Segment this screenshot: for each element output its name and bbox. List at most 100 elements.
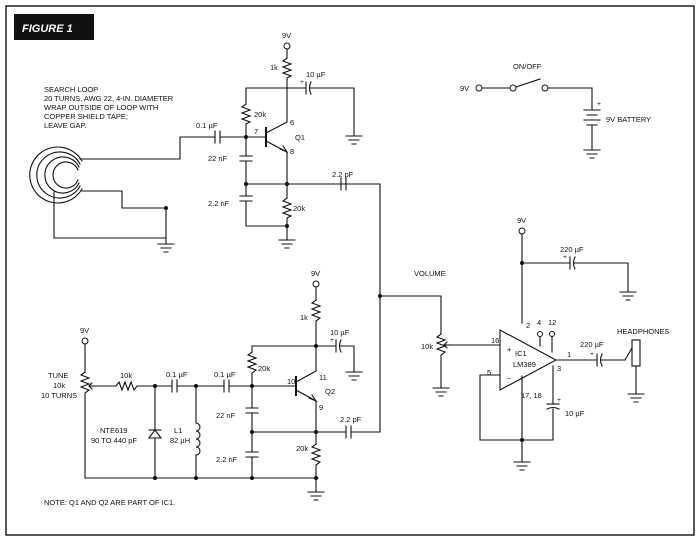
svg-text:L1: L1 [174,426,182,435]
svg-text:6: 6 [290,118,294,127]
osc1-bias-resistor: 20k [240,87,288,141]
svg-text:2.2 pF: 2.2 pF [332,170,354,179]
svg-text:VOLUME: VOLUME [414,269,446,278]
svg-text:82 µH: 82 µH [170,436,190,445]
osc2-feedback-caps: 22 nF 2.2 nF [216,385,347,480]
battery-section: 9V ON/OFF + 9V BATTERY [460,62,651,159]
svg-text:10k: 10k [421,342,433,351]
svg-text:4: 4 [537,318,541,327]
svg-text:2.2 nF: 2.2 nF [216,455,238,464]
svg-text:HEADPHONES: HEADPHONES [617,327,670,336]
svg-text:10 TURNS: 10 TURNS [41,391,77,400]
svg-text:9V: 9V [282,31,291,40]
svg-text:220 µF: 220 µF [560,245,584,254]
inductor-l1: L1 82 µH [170,385,201,480]
svg-text:LM389: LM389 [513,360,536,369]
osc1-coupling-cap: 10 µF + [286,70,363,145]
svg-text:16: 16 [491,336,499,345]
osc2-output-cap: 2.2 pF [340,415,381,439]
osc2-coupling-cap: 10 µF + [315,328,363,381]
svg-text:9V: 9V [460,84,469,93]
svg-text:90 TO 440 pF: 90 TO 440 pF [91,436,137,445]
figure-frame [5,5,695,536]
loop-ground [157,206,175,253]
svg-text:1k: 1k [270,63,278,72]
svg-text:IC1: IC1 [515,349,527,358]
osc2-emitter-resistor: 20k [296,431,325,501]
svg-text:LEAVE GAP.: LEAVE GAP. [44,121,87,130]
svg-text:11: 11 [319,373,327,382]
svg-text:20k: 20k [293,204,305,213]
svg-text:7: 7 [254,127,258,136]
tune-caps: 0.1 µF 0.1 µF [166,370,297,393]
osc2-transistor: 10 11 9 Q2 [287,345,335,433]
svg-text:ON/OFF: ON/OFF [513,62,542,71]
svg-text:20k: 20k [296,444,308,453]
svg-text:NTE619: NTE619 [100,426,128,435]
volume-pot: VOLUME 10k [378,269,501,397]
search-loop-label: SEARCH LOOP 20 TURNS, AWG 22, 4-IN. DIAM… [44,85,174,130]
svg-text:12: 12 [548,318,556,327]
svg-text:10k: 10k [53,381,65,390]
svg-text:WRAP OUTSIDE OF LOOP WITH: WRAP OUTSIDE OF LOOP WITH [44,103,158,112]
svg-text:9V: 9V [311,269,320,278]
svg-text:1k: 1k [300,313,308,322]
amp-supply: 9V 220 µF + [517,216,637,324]
osc1-input-cap: 0.1 µF [179,121,267,144]
svg-text:22 nF: 22 nF [216,411,236,420]
svg-text:220 µF: 220 µF [580,340,604,349]
svg-text:9: 9 [319,403,323,412]
svg-text:SEARCH LOOP: SEARCH LOOP [44,85,98,94]
svg-text:−: − [507,374,512,383]
osc2-supply: 9V 1k [300,269,322,348]
osc1-emitter-resistor: 20k [278,183,305,249]
lm389-amplifier: + − IC1 LM389 16 2 4 12 5 17, 18 3 + 10 … [479,318,626,471]
figure-tag-box [14,14,94,40]
svg-text:+: + [557,397,561,404]
figure-tag: FIGURE 1 [22,23,73,35]
svg-text:+: + [563,254,567,261]
svg-text:2.2 pF: 2.2 pF [340,415,362,424]
svg-text:+: + [330,337,334,344]
svg-text:9V: 9V [517,216,526,225]
tune-pot: 9V TUNE 10k 10 TURNS 10k [41,326,319,479]
osc1-output-cap: 2.2 pF [332,170,381,433]
svg-text:20k: 20k [254,110,266,119]
svg-text:+: + [590,351,594,358]
svg-text:Q2: Q2 [325,387,335,396]
varicap-diode: NTE619 90 TO 440 pF [91,384,163,480]
svg-text:20k: 20k [258,364,270,373]
svg-text:10 µF: 10 µF [565,409,585,418]
svg-text:COPPER SHIELD TAPE;: COPPER SHIELD TAPE; [44,112,128,121]
svg-text:2.2 nF: 2.2 nF [208,199,230,208]
svg-text:1: 1 [567,350,571,359]
svg-text:+: + [507,345,512,354]
svg-text:0.1 µF: 0.1 µF [196,121,218,130]
svg-text:8: 8 [290,147,294,156]
search-loop-coil [29,136,181,239]
svg-text:0.1 µF: 0.1 µF [166,370,188,379]
svg-text:+: + [597,101,601,108]
svg-text:10k: 10k [120,371,132,380]
svg-text:9V: 9V [80,326,89,335]
svg-text:17, 18: 17, 18 [521,391,542,400]
osc1-transistor: 7 6 8 Q1 [254,87,305,185]
svg-text:0.1 µF: 0.1 µF [214,370,236,379]
svg-text:10: 10 [287,377,295,386]
svg-text:20 TURNS, AWG 22, 4-IN. DIAMET: 20 TURNS, AWG 22, 4-IN. DIAMETER [44,94,174,103]
svg-text:+: + [300,79,304,86]
svg-text:TUNE: TUNE [48,371,68,380]
figure-note: NOTE: Q1 AND Q2 ARE PART OF IC1. [44,498,175,507]
osc1-supply: 9V 1k [270,31,293,89]
svg-text:Q1: Q1 [295,133,305,142]
svg-text:22 nF: 22 nF [208,154,228,163]
headphones-jack: HEADPHONES [617,327,670,403]
svg-text:2: 2 [526,321,530,330]
svg-text:10 µF: 10 µF [306,70,326,79]
svg-text:5: 5 [487,368,491,377]
osc2-bias-resistor: 20k [246,345,317,387]
svg-text:3: 3 [557,364,561,373]
svg-text:9V BATTERY: 9V BATTERY [606,115,651,124]
svg-text:10 µF: 10 µF [330,328,350,337]
